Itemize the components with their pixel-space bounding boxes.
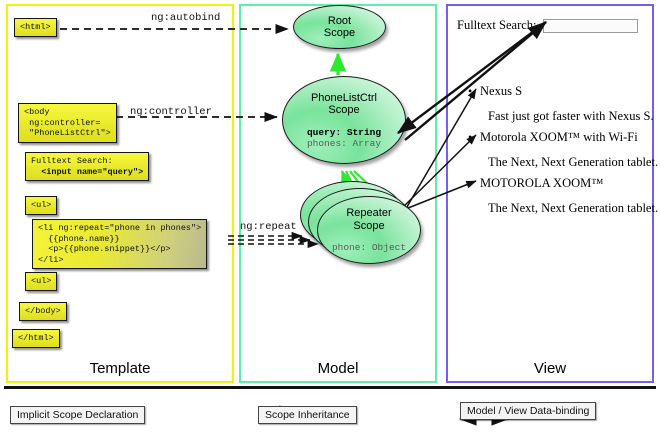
phone-name-text: Nexus S: [480, 84, 523, 98]
code-box-body-close: </body>: [19, 302, 67, 321]
scope-plc-line2: Scope: [328, 104, 360, 116]
scope-plc-line1: PhoneListCtrl: [310, 91, 378, 104]
scope-repeater-prop-phone: phone: Object: [331, 242, 407, 253]
panel-template: [6, 4, 234, 383]
view-search-row: Fulltext Search:: [457, 18, 638, 33]
code-box-search: Fulltext Search: <input name="query">: [25, 152, 150, 181]
legend-divider: [4, 386, 656, 389]
scope-repeater-line2: Scope: [353, 219, 385, 232]
bullet-icon: •: [468, 130, 473, 144]
code-box-li-repeat: <li ng:repeat="phone in phones"> {{phone…: [32, 219, 208, 269]
scope-root: Root Scope: [293, 5, 386, 49]
phone-snippet: Fast just got faster with Nexus S.: [488, 109, 654, 123]
code-box-ul-close: <ul>: [25, 272, 58, 291]
code-search-input-tag: <input name="query">: [41, 166, 144, 177]
panel-label-template: Template: [89, 360, 151, 377]
scope-root-line1: Root: [327, 14, 352, 27]
legend-label-inheritance: Scope Inheritance: [258, 406, 357, 424]
legend-item-inheritance: Scope Inheritance: [258, 406, 357, 424]
phone-name: • MOTOROLA XOOM™: [468, 176, 660, 191]
phone-snippet: The Next, Next Generation tablet.: [488, 155, 659, 169]
list-item: • Nexus S Fast just got faster with Nexus…: [468, 84, 660, 124]
list-item: • Motorola XOOM™ with Wi-Fi The Next, Nex…: [468, 130, 660, 170]
code-box-html-open: <html>: [14, 18, 57, 37]
legend: Implicit Scope Declaration Scope Inherit…: [0, 398, 660, 435]
legend-label-databinding: Model / View Data-binding: [460, 402, 597, 420]
bullet-icon: •: [468, 176, 473, 190]
scope-repeater: Repeater Scope phone: Object: [317, 196, 421, 264]
view-search-label: Fulltext Search:: [457, 18, 537, 32]
phone-name-text: Motorola XOOM™ with Wi-Fi: [480, 130, 638, 144]
code-box-html-close: </html>: [12, 329, 60, 348]
code-box-ul-open: <ul>: [25, 196, 58, 215]
edge-label-ng-controller: ng:controller: [130, 106, 212, 118]
scope-plc-prop-phones: phones: Array: [306, 137, 382, 149]
edge-label-ng-autobind: ng:autobind: [151, 12, 221, 24]
phone-name-text: MOTOROLA XOOM™: [480, 176, 604, 190]
scope-phonelistctrl: PhoneListCtrl Scope query: String phones…: [282, 76, 406, 164]
edge-label-ng-repeat: ng:repeat: [240, 221, 297, 233]
scope-repeater-line1: Repeater: [346, 207, 392, 219]
phone-name: • Motorola XOOM™ with Wi-Fi: [468, 130, 660, 145]
panel-label-view: View: [533, 360, 567, 377]
legend-item-implicit: Implicit Scope Declaration: [10, 406, 146, 424]
phone-name: • Nexus S: [468, 84, 660, 99]
list-item: • MOTOROLA XOOM™ The Next, Next Generatio…: [468, 176, 660, 216]
legend-item-databinding: Model / View Data-binding: [460, 402, 597, 420]
code-search-label: Fulltext Search:: [31, 156, 113, 166]
search-input[interactable]: [542, 18, 638, 33]
legend-label-implicit: Implicit Scope Declaration: [10, 406, 146, 424]
view-rendered-output: Fulltext Search: • Nexus S Fast just got …: [452, 8, 658, 368]
scope-plc-prop-query: query: String: [306, 126, 382, 138]
panel-label-model: Model: [317, 360, 359, 377]
scope-root-line2: Scope: [323, 27, 356, 39]
phone-snippet: The Next, Next Generation tablet.: [488, 201, 659, 215]
bullet-icon: •: [468, 84, 473, 98]
code-box-body-open: <body ng:controller= "PhoneListCtrl">: [18, 103, 117, 143]
